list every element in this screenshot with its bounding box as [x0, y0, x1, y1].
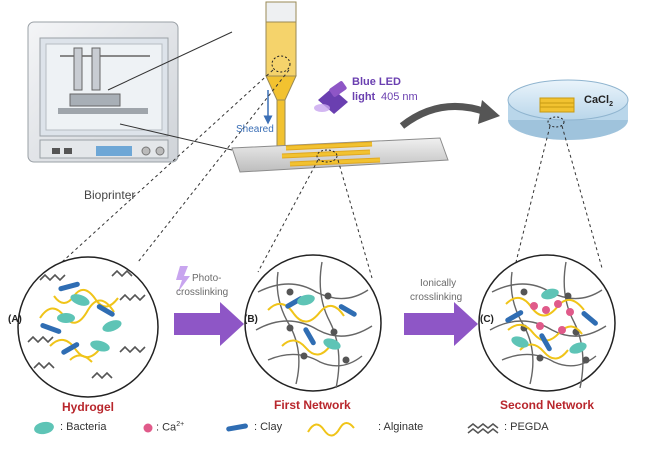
- wavelength-label: 405 nm: [381, 91, 418, 103]
- legend-pegda-icon: [467, 423, 499, 434]
- transfer-arrow: [399, 100, 500, 129]
- blue-led-icon: [314, 81, 348, 114]
- legend-clay-icon: [226, 423, 248, 432]
- hydrogel-title: Hydrogel: [62, 400, 115, 414]
- sheared-label: Sheared: [236, 124, 274, 135]
- blue-led-light-label: light: [352, 91, 376, 103]
- panel-b-label: (B): [244, 314, 258, 325]
- panel-first-network: [244, 254, 382, 392]
- legend-pegda-label: : PEGDA: [504, 421, 549, 433]
- second-network-title: Second Network: [500, 398, 595, 412]
- ionic-crosslinking-arrow: [404, 302, 478, 346]
- legend-ca-superscript: 2+: [176, 421, 185, 428]
- legend-alginate-icon: [307, 422, 355, 437]
- panel-a-label: (A): [8, 314, 22, 325]
- legend-clay-label: : Clay: [254, 421, 283, 433]
- bioprinter-label: Bioprinter: [84, 188, 136, 202]
- print-bed: [231, 137, 449, 173]
- legend-bacteria-icon: [34, 421, 54, 435]
- legend-ca-text: : Ca: [156, 421, 177, 434]
- photo-crosslinking-label-2: crosslinking: [176, 287, 229, 298]
- photo-crosslinking-label-1: Photo-: [192, 273, 222, 284]
- panel-hydrogel: [17, 256, 159, 398]
- panel-c-label: (C): [480, 314, 494, 325]
- ionic-crosslinking-label-2: crosslinking: [410, 292, 463, 303]
- cacl2-label: CaCl2: [584, 94, 613, 108]
- panel-second-network: [478, 254, 616, 392]
- legend-alginate-label: : Alginate: [378, 421, 424, 433]
- lightning-icon: [176, 266, 190, 292]
- legend: [34, 421, 499, 437]
- cacl2-text: CaCl: [584, 94, 610, 106]
- bioprinter-illustration: [27, 21, 233, 163]
- legend-ca-icon: [143, 423, 153, 433]
- photo-crosslinking-arrow: [174, 302, 244, 346]
- extrusion-nozzle: [263, 1, 297, 147]
- first-network-title: First Network: [274, 398, 351, 412]
- cacl2-subscript: 2: [609, 101, 613, 109]
- ionic-crosslinking-label-1: Ionically: [420, 278, 457, 289]
- zoom-lines: [39, 69, 603, 283]
- cacl2-petri-dish: [507, 79, 629, 140]
- legend-bacteria-label: : Bacteria: [60, 421, 107, 433]
- blue-led-label: Blue LED: [352, 76, 401, 88]
- legend-ca-label: : Ca2+: [156, 421, 184, 434]
